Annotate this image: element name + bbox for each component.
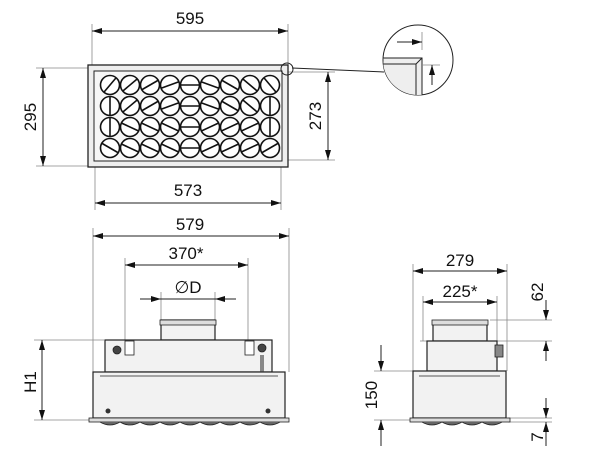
dimension-connection-spacing: 370*: [169, 244, 204, 263]
dimension-front-width: 579: [176, 215, 204, 234]
dimension-height-outer: 295: [21, 103, 40, 131]
water-connection: [112, 345, 122, 355]
nozzle: [199, 116, 221, 138]
dimension-side-connection-spacing: 225*: [443, 282, 478, 301]
nozzle: [119, 116, 141, 138]
nozzle: [139, 95, 161, 117]
nozzle: [239, 116, 261, 138]
nozzle: [119, 74, 141, 96]
nozzle: [219, 137, 241, 159]
nozzle: [179, 137, 201, 159]
nozzle: [119, 137, 141, 159]
nozzle: [219, 74, 241, 96]
nozzle: [199, 95, 221, 117]
nozzle: [219, 116, 241, 138]
nozzle: [199, 74, 221, 96]
nozzle: [139, 74, 161, 96]
nozzle: [99, 95, 121, 117]
nozzle: [139, 116, 161, 138]
front-view: 579 370* ∅D H1: [21, 215, 290, 426]
nozzle: [99, 116, 121, 138]
dimension-collar-height: 62: [528, 283, 547, 302]
detail-view: [382, 24, 454, 96]
side-diffuser-box: [412, 370, 507, 419]
nozzle: [159, 95, 181, 117]
detail-marker: [280, 62, 294, 76]
dimension-box-height: 150: [362, 381, 381, 409]
side-plenum-housing: [426, 340, 498, 372]
nozzle: [259, 74, 281, 96]
dimension-height-inner: 273: [306, 102, 325, 130]
dimension-side-width: 279: [446, 251, 474, 270]
diffuser-box: [92, 371, 286, 419]
nozzle: [239, 137, 261, 159]
nozzle: [259, 95, 281, 117]
nozzle: [219, 95, 241, 117]
dimension-width-inner: 573: [174, 181, 202, 200]
nozzle: [99, 74, 121, 96]
nozzle: [159, 116, 181, 138]
side-flange: [409, 417, 511, 423]
top-view: 595 295 273 573: [21, 9, 454, 210]
nozzle: [139, 137, 161, 159]
dimension-height-h1: H1: [21, 371, 40, 393]
nozzle: [179, 95, 201, 117]
nozzle: [99, 137, 121, 159]
nozzle: [239, 95, 261, 117]
side-water-connection: [494, 344, 504, 358]
dimension-width-outer: 595: [176, 9, 204, 28]
nozzle: [179, 74, 201, 96]
nozzle: [179, 116, 201, 138]
nozzle: [259, 116, 281, 138]
nozzle: [259, 137, 281, 159]
side-view: 279 225* 62 150 7: [362, 251, 552, 446]
nozzle: [119, 95, 141, 117]
water-connection: [257, 343, 267, 353]
front-flange: [88, 417, 290, 423]
nozzle: [199, 137, 221, 159]
nozzle: [239, 74, 261, 96]
dimension-duct-diameter: ∅D: [174, 278, 201, 297]
nozzle-grid: [99, 74, 281, 159]
dimension-flange-height: 7: [528, 432, 547, 441]
nozzle: [159, 74, 181, 96]
nozzle: [159, 137, 181, 159]
